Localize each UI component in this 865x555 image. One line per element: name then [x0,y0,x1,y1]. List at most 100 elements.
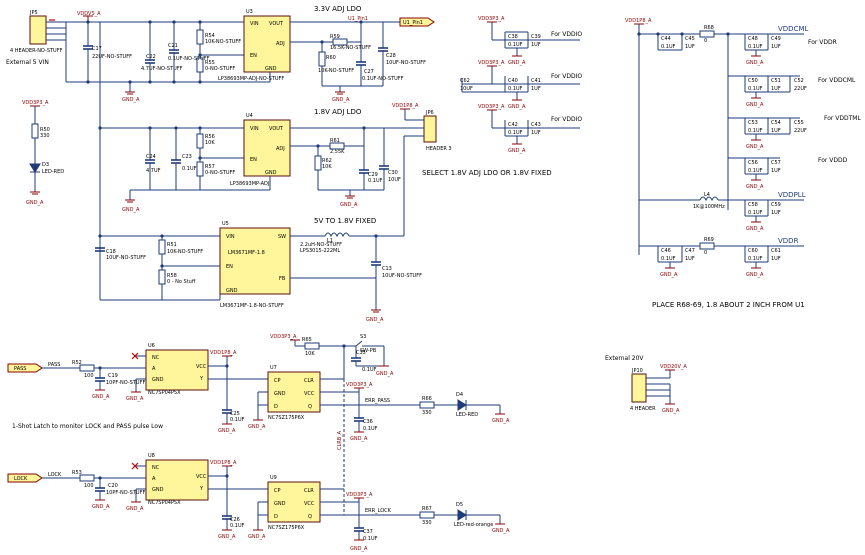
u7-pin-clr: CLR [304,378,314,384]
gnd-a-2: GND_A [332,97,350,103]
u3-pin-vin: VIN [250,21,259,27]
c56-ref: C56 [748,160,758,166]
net-vddr: VDDR [778,237,799,245]
gnd-a-10: GND_A [746,60,764,66]
net-vdd3p3-a-4: VDD3P3_A [478,104,505,110]
gnd-a-29: GND_A [492,528,510,534]
c30-value: 10UF [388,177,401,183]
c19-value: 10PF-NO-STUFF [106,380,145,386]
r61-value: 2.55K [330,149,345,155]
u4-pin-gnd: GND [265,170,277,176]
c39-ref: C39 [531,34,541,40]
u6-inverter [145,349,209,391]
u3-ref: U3 [246,9,253,15]
gnd-a-8: GND_A [508,104,526,110]
gnd-a-9: GND_A [508,148,526,154]
r62-value: 10K [322,164,332,170]
u8-pin-gnd: GND [152,487,164,493]
core-decoupling-section: VDD1P8_A R68 0 VDDCML For VDDR C44 0.1UF… [625,18,861,309]
c49-ref: C49 [771,36,781,42]
r55-value: 0-NO-STUFF [205,66,235,72]
gnd-a-15: GND_A [660,272,678,278]
u9-pin-d: D [274,514,278,520]
u4-pin-vin: VIN [250,126,259,132]
c35-ref: C35 [356,350,366,356]
jp6-value: HEADER 3 [426,146,452,152]
c53-ref: C53 [748,120,758,126]
for-vddtml: For VDDTML [824,115,861,122]
r67-ref: R67 [422,506,432,512]
c55-ref: C55 [794,120,804,126]
c25-ref: C25 [230,411,240,417]
l1-inductor [324,232,350,238]
net-vdd3p3-a-5: VDD3P3_A [270,334,297,340]
c21-ref: C21 [168,43,178,49]
c27-ref: C27 [364,69,374,75]
place-note: PLACE R68-69, 1.8 ABOUT 2 INCH FROM U1 [652,301,805,309]
l1-value: 2.2uH-NO-STUFF [300,242,342,248]
c38-ref: C38 [508,34,518,40]
c59-value: 1UF [771,210,781,216]
lock-port [7,473,43,483]
c13-ref: C13 [382,266,392,272]
d5-value: LED-red-orange [454,522,493,528]
d4-value: LED-RED [456,412,478,418]
u5-pin-sw: SW [278,234,286,240]
ldo33-title: 3.3V ADJ LDO [314,5,362,13]
c45-ref: C45 [685,36,695,42]
gnd-a-12: GND_A [746,144,764,150]
r50-value: 330 [40,133,50,139]
c26-value: 0.1UF [230,523,245,529]
gnd-a-19: GND_A [218,428,236,434]
u5-pin-vin: VIN [226,234,235,240]
gnd-a-18: GND_A [126,396,144,402]
r59-value: 16.5K-NO-STUFF [330,45,371,51]
gnd-a-25: GND_A [126,506,144,512]
c57-value: 1UF [771,168,781,174]
c26-ref: C26 [230,517,240,523]
u5-pin-en: EN [226,264,233,270]
u8-pin-a: A [152,476,156,482]
pass-latch-section: PASS PASS R52 100 GND_A C19 10PF-NO-STUF… [7,334,510,442]
c28-ref: C28 [386,53,396,59]
d3-led [29,163,41,173]
s3-ref: S3 [360,334,366,340]
net-vddpll: VDDPLL [778,191,806,199]
u3-pin-en: EN [250,53,257,59]
c44-ref: C44 [661,36,671,42]
gnd-a-11: GND_A [746,102,764,108]
u9-ref: U9 [270,475,277,481]
r51-ref: R51 [167,242,177,248]
gnd-a-23: GND_A [492,418,510,424]
u5-nostuff: LM3671MF-1.8-NO-STUFF [220,303,284,309]
l4-ferrite [699,196,719,202]
c44-value: 0.1UF [661,44,676,50]
u7-pin-gnd: GND [274,391,286,397]
c13-value: 10UF-NO-STUFF [382,273,422,279]
u6-pin-a: A [152,366,156,372]
c40-value: 0.1UF [508,86,523,92]
clrb-net: CLRB_A [337,379,345,515]
c62-value: 10UF [460,86,473,92]
gnd-a-22: GND_A [350,436,368,442]
u8-pin-vcc: VCC [196,474,207,480]
u9-pin-clr: CLR [304,488,314,494]
ldo-3v3-section: 3.3V ADJ LDO JP5 4 HEADER-NO-STUFF Exter… [6,5,435,103]
r54-value: 10K-NO-STUFF [205,39,241,45]
u6-pin-gnd: GND [152,377,164,383]
net-vdd3p3-a-2: VDD3P3_A [478,16,505,22]
c48-ref: C48 [748,36,758,42]
c23-ref: C23 [182,154,192,160]
c38-value: 0.1UF [508,42,523,48]
c53-value: 0.1UF [748,128,763,134]
c43-value: 1UF [531,130,541,136]
c22-value: 4.7UF-NO-STUFF [141,66,183,72]
c51-value: 1UF [771,86,781,92]
jp5-value: 4 HEADER-NO-STUFF [10,48,63,54]
c54-value: 1UF [771,128,781,134]
pass-port [7,363,43,373]
c35-value: 0.1UF [362,367,377,373]
c36-ref: C36 [363,419,373,425]
r53-value: 100 [84,483,94,489]
latch-note: 1-Shot Latch to monitor LOCK and PASS pu… [12,423,163,430]
